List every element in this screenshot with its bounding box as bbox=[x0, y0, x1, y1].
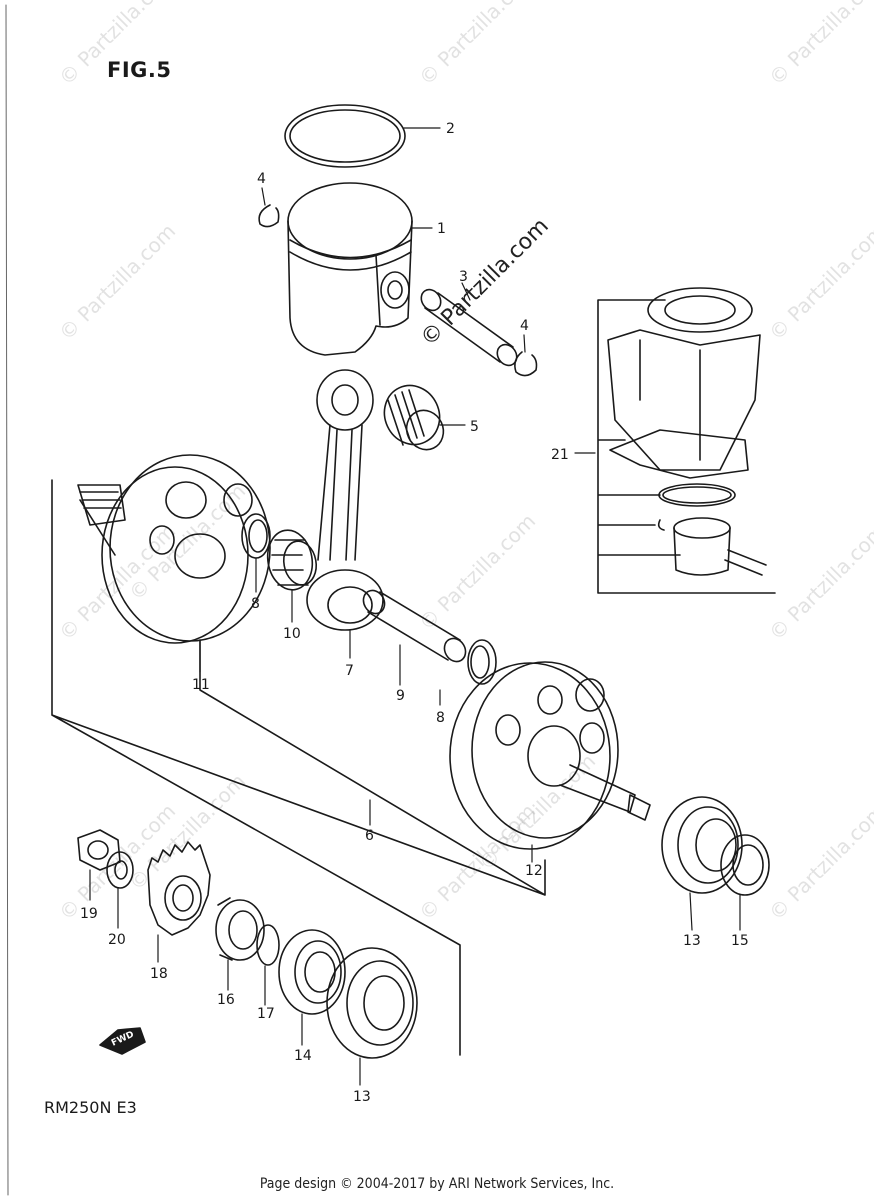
forward-arrow-icon bbox=[99, 1027, 146, 1055]
oil-seal-part bbox=[720, 834, 770, 896]
piston-pin-part bbox=[420, 288, 518, 367]
callout-label: 5 bbox=[470, 419, 479, 435]
thrust-washer-part bbox=[467, 639, 497, 685]
piston-ring-part bbox=[284, 104, 406, 168]
callout-label: 9 bbox=[396, 688, 405, 704]
callout-label: 14 bbox=[294, 1048, 312, 1064]
callout-label: 1 bbox=[437, 221, 446, 237]
callout-label: 10 bbox=[283, 626, 301, 642]
needle-bearing-part bbox=[383, 384, 445, 451]
callout-label: 8 bbox=[436, 710, 445, 726]
page-border bbox=[5, 4, 9, 1196]
figure-title: FIG.5 bbox=[107, 58, 172, 82]
kit-bracket bbox=[597, 299, 776, 594]
callout-label: 19 bbox=[80, 906, 98, 922]
left-crank-half-part bbox=[77, 454, 271, 644]
callout-label: 8 bbox=[251, 596, 260, 612]
callout-label: 4 bbox=[257, 171, 266, 187]
crank-pin-part bbox=[362, 589, 467, 663]
spacer-part bbox=[215, 897, 265, 961]
model-code: RM250N E3 bbox=[44, 1098, 137, 1117]
callout-label: 13 bbox=[683, 933, 701, 949]
piston-part bbox=[287, 182, 413, 356]
callout-numbers: 1 2 3 4 4 5 6 7 8 8 9 10 11 12 13 13 14 … bbox=[80, 121, 749, 1105]
bearing-part bbox=[278, 929, 346, 1015]
callout-label: 18 bbox=[150, 966, 168, 982]
callout-label: 16 bbox=[217, 992, 235, 1008]
o-ring-part bbox=[256, 924, 280, 966]
main-bearing-part bbox=[661, 796, 743, 894]
callout-label: 13 bbox=[353, 1089, 371, 1105]
washer-part bbox=[106, 851, 134, 889]
callout-label: 17 bbox=[257, 1006, 275, 1022]
callout-label: 12 bbox=[525, 863, 543, 879]
callout-label: 7 bbox=[345, 663, 354, 679]
callout-label: 3 bbox=[459, 269, 468, 285]
callout-label: 6 bbox=[365, 828, 374, 844]
callout-label: 15 bbox=[731, 933, 749, 949]
primary-gear-part bbox=[147, 841, 211, 936]
callout-label: 4 bbox=[520, 318, 529, 334]
right-crank-half-part bbox=[449, 661, 651, 850]
callout-label: 2 bbox=[446, 121, 455, 137]
callout-label: 20 bbox=[108, 932, 126, 948]
footer-copyright: Page design © 2004-2017 by ARI Network S… bbox=[259, 1176, 615, 1192]
circlip-part bbox=[514, 351, 538, 377]
circlip-part bbox=[258, 204, 280, 228]
main-bearing-part bbox=[326, 947, 418, 1059]
crank-bearing-part bbox=[266, 529, 318, 591]
nut-part bbox=[77, 829, 121, 871]
connecting-rod-part bbox=[306, 369, 384, 631]
callout-label: 21 bbox=[551, 447, 569, 463]
leader-lines bbox=[89, 127, 741, 1086]
top-end-gasket-kit bbox=[607, 287, 767, 576]
callout-label: 11 bbox=[192, 677, 210, 693]
